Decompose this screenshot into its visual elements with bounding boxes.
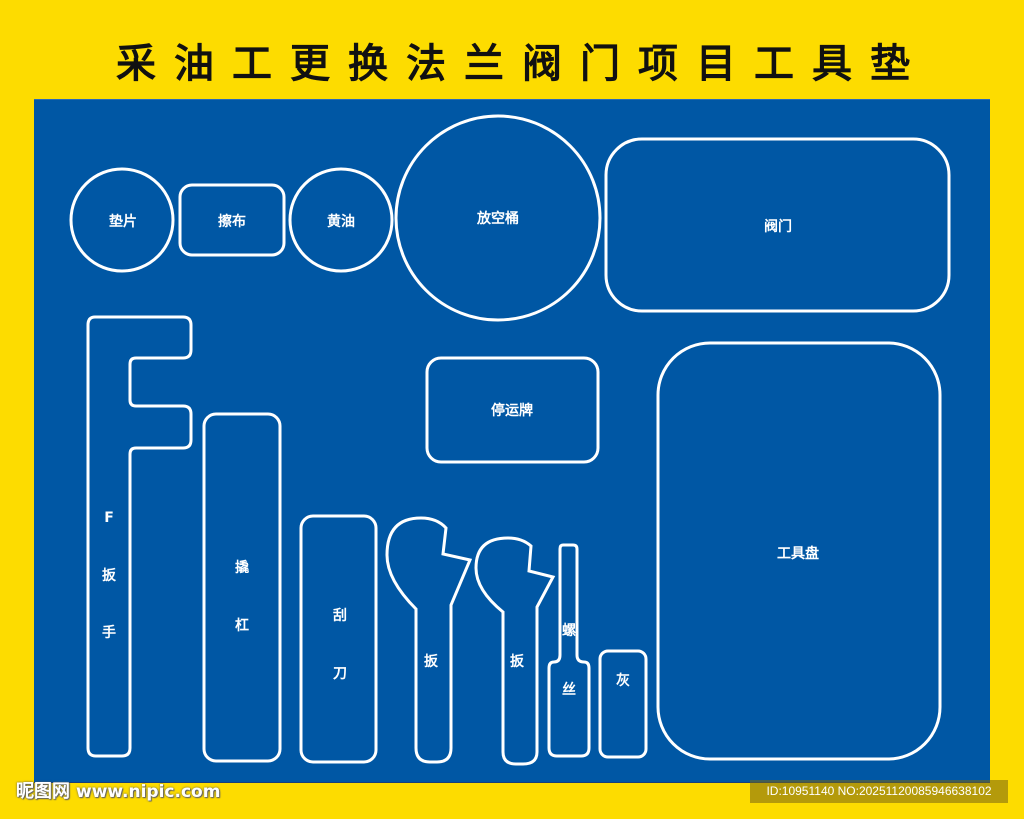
grease-outline — [288, 167, 394, 273]
wrench-2-label: 扳 — [510, 654, 524, 670]
page-title: 采油工更换法兰阀门项目工具垫 — [116, 41, 928, 87]
f-wrench-outline — [86, 315, 193, 758]
wrench-2-outline — [474, 536, 556, 766]
f-wrench-label-1: F — [104, 510, 114, 526]
f-wrench-label-2: 扳 — [102, 568, 116, 584]
stop-sign-label: 停运牌 — [491, 403, 533, 419]
screwdriver-label-2: 丝 — [562, 682, 576, 698]
scraper-outline — [299, 514, 378, 764]
gasket-outline — [69, 167, 175, 273]
watermark-id: ID:10951140 NO:20251120085946638102 — [750, 780, 1008, 803]
watermark-brand-name: 昵图网 — [16, 781, 70, 802]
valve-label: 阀门 — [764, 219, 792, 235]
wrench-1-label: 扳 — [424, 654, 438, 670]
f-wrench-label-3: 手 — [102, 625, 116, 641]
crowbar-outline — [202, 412, 282, 763]
ash-label: 灰 — [616, 673, 630, 689]
tool-mat-board — [34, 100, 990, 782]
drain-bucket-label: 放空桶 — [477, 211, 519, 227]
tool-tray-label: 工具盘 — [777, 546, 819, 562]
drain-bucket-outline — [394, 114, 602, 322]
tool-tray-outline — [656, 341, 942, 761]
crowbar-label-2: 杠 — [235, 618, 249, 634]
rag-outline — [178, 183, 286, 257]
wrench-1-outline — [385, 516, 473, 764]
valve-outline — [604, 137, 951, 313]
watermark-brand: 昵图网 www.nipic.com — [16, 780, 220, 804]
screwdriver-label-1: 螺 — [562, 623, 576, 639]
screwdriver-outline — [547, 543, 591, 758]
scraper-label-2: 刀 — [333, 666, 347, 682]
gasket-label: 垫片 — [109, 214, 137, 230]
scraper-label-1: 刮 — [333, 608, 347, 624]
crowbar-label-1: 撬 — [235, 560, 249, 576]
stop-sign-outline — [425, 356, 600, 464]
tool-outlines — [69, 114, 951, 766]
ash-outline — [598, 649, 648, 759]
rag-label: 擦布 — [218, 214, 246, 230]
watermark-site: www.nipic.com — [76, 782, 221, 802]
grease-label: 黄油 — [327, 214, 355, 230]
